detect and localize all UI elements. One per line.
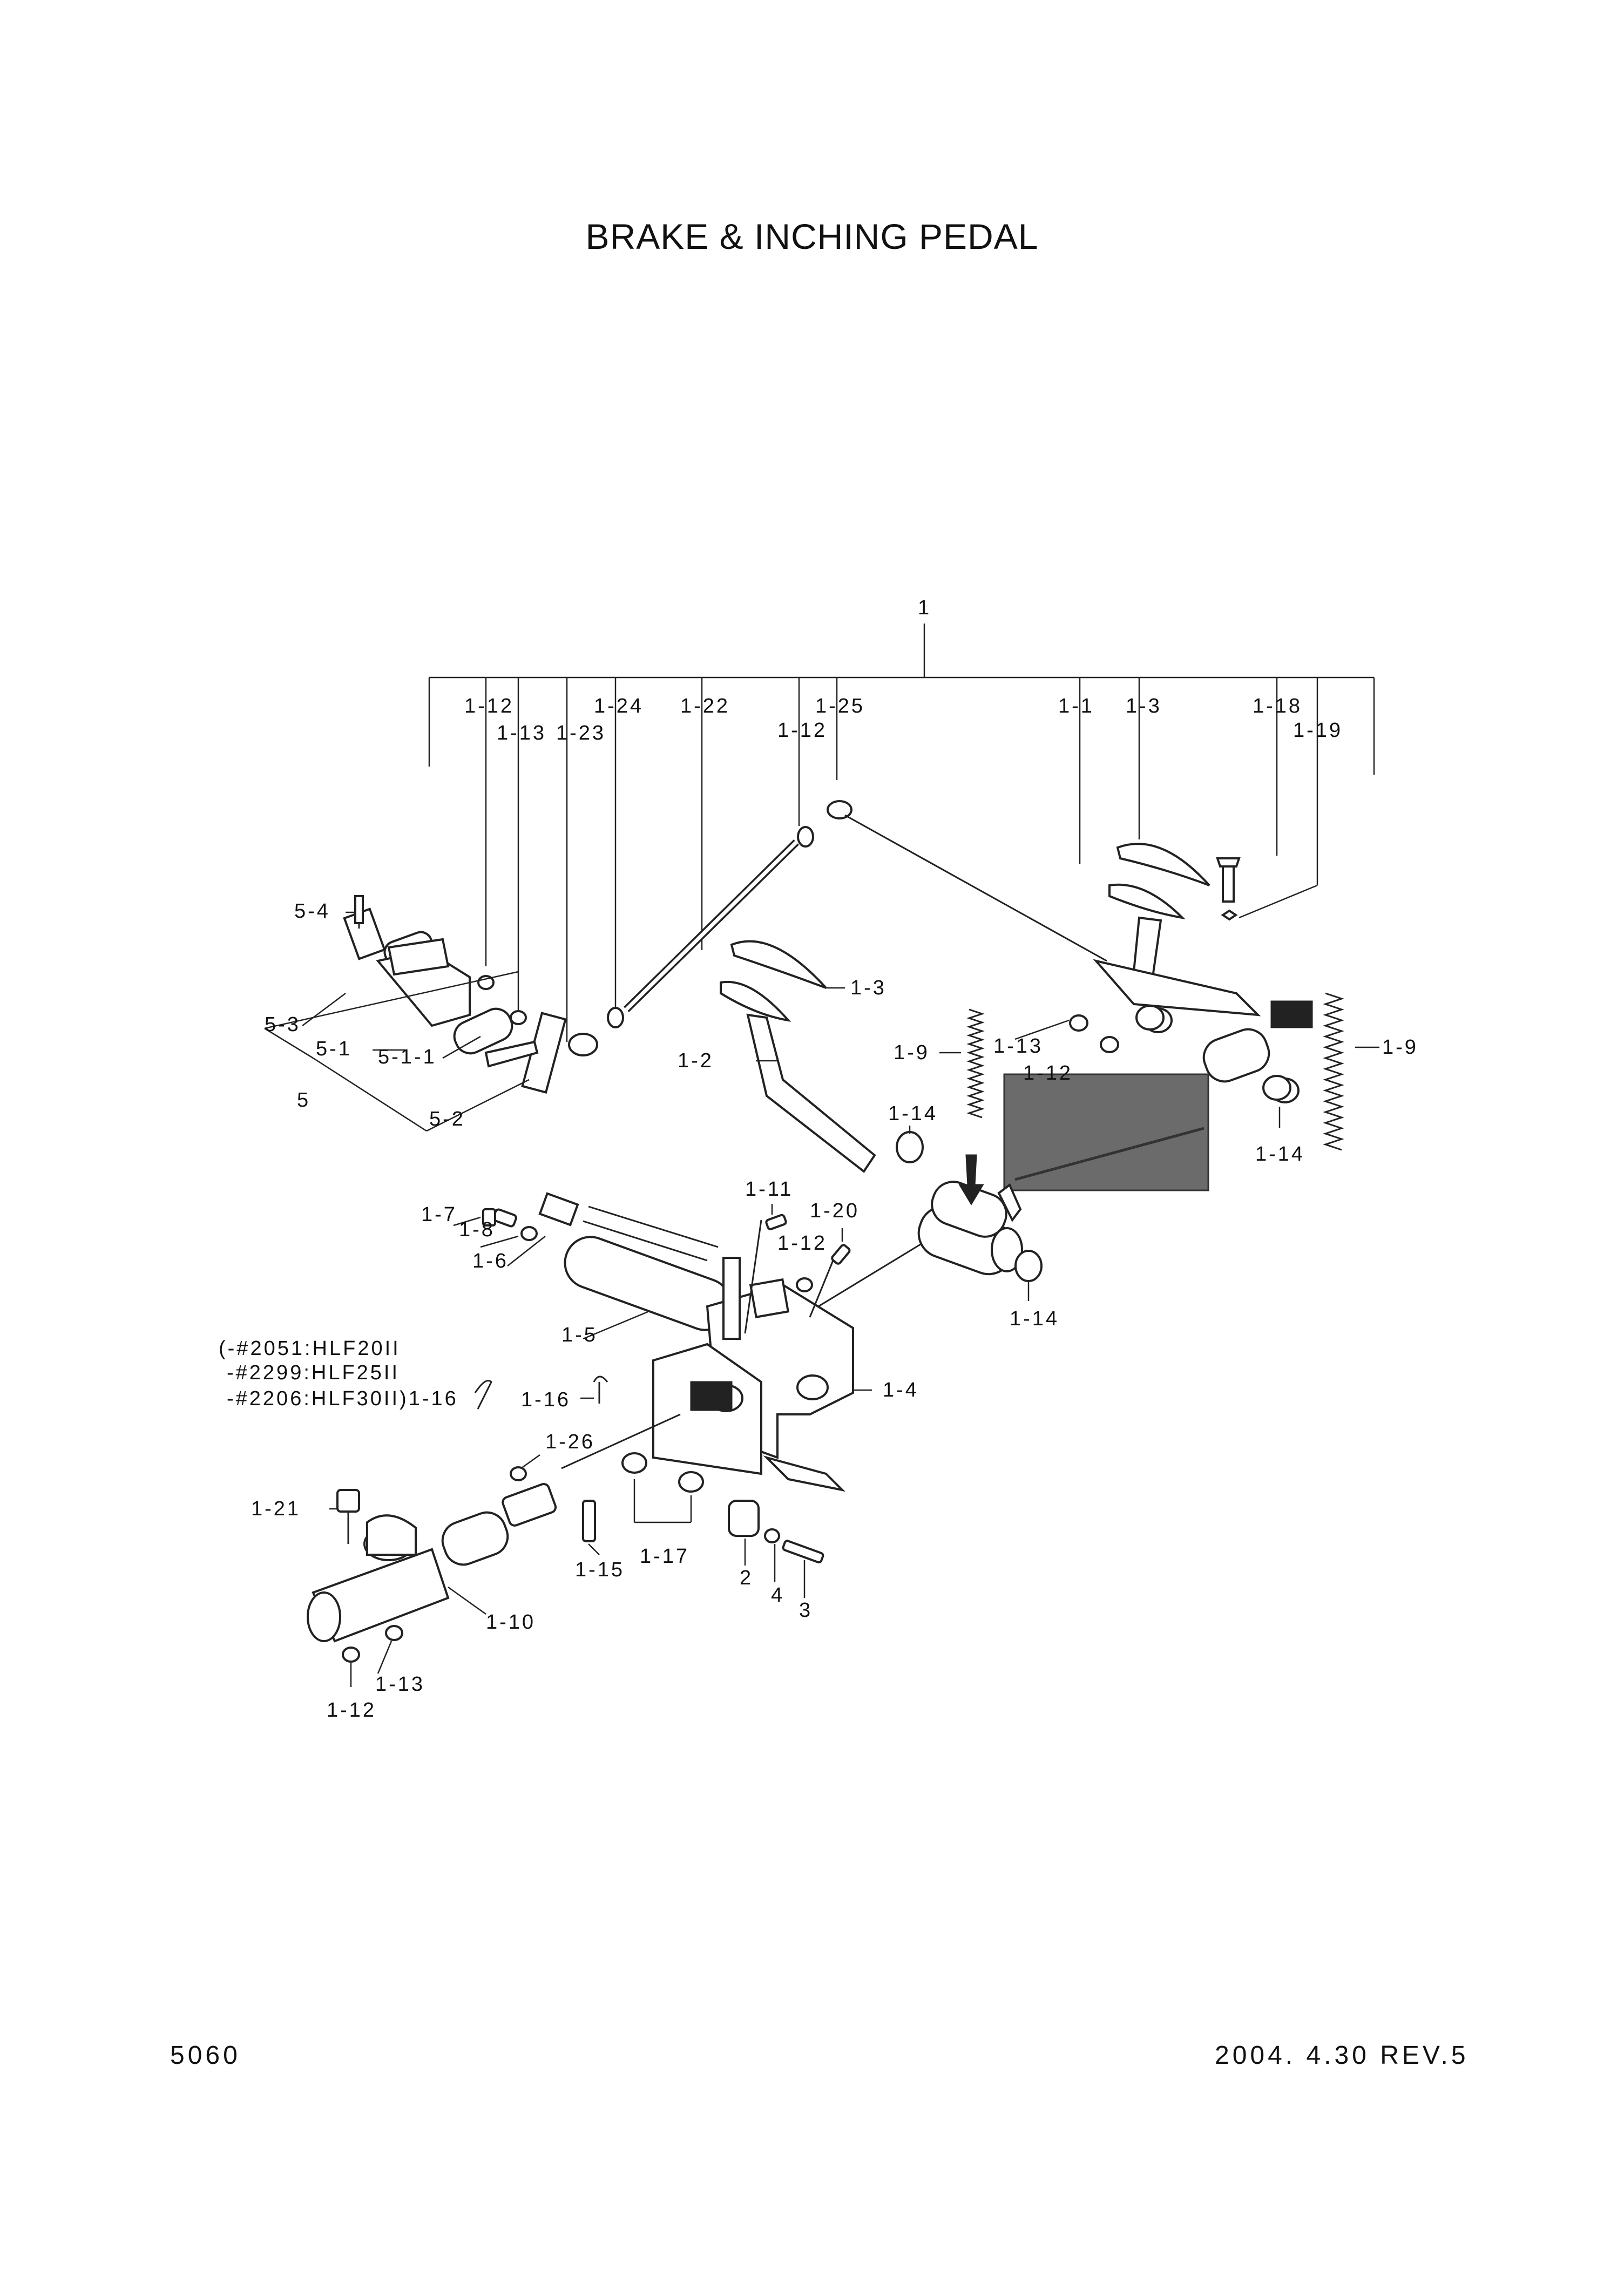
callout-1-16: 1-16 [521,1388,571,1411]
callout-1-18: 1-18 [1253,695,1302,717]
callout-1-14-left: 1-14 [888,1102,938,1125]
callout-1-8: 1-8 [459,1218,495,1241]
callout-1-12-lower: 1-12 [777,1232,827,1255]
variant-note-line-2: -#2299:HLF25II [227,1361,400,1384]
callout-1-2: 1-2 [678,1049,714,1072]
callout-1-4: 1-4 [883,1379,919,1401]
page-title: BRAKE & INCHING PEDAL [585,216,1039,256]
callout-5-1: 5-1 [316,1038,352,1060]
callout-5-1-1: 5-1-1 [378,1046,437,1068]
callout-1-10: 1-10 [486,1611,536,1634]
callout-1-13-right: 1-13 [993,1035,1043,1058]
callout-1-6: 1-6 [472,1250,509,1272]
brake-pedal-assembly [720,940,1043,1340]
callout-1-24: 1-24 [594,695,644,717]
cross-shaft [482,1192,732,1331]
assembly-bracket [428,624,1375,1042]
callout-labels: 1 1-12 1-13 1-23 1-24 1-22 1-12 1-25 1-1… [219,597,1418,1722]
callout-1-9-left: 1-9 [894,1041,930,1064]
callout-4: 4 [771,1584,784,1607]
right-pedal-assembly [1069,843,1313,1103]
callout-1-7: 1-7 [421,1203,457,1226]
callout-1-14-right: 1-14 [1255,1143,1305,1166]
revision-date: 2004. 4.30 REV.5 [1215,2041,1469,2070]
callout-1: 1 [918,597,931,619]
callout-1-1: 1-1 [1058,695,1094,717]
callout-1-19: 1-19 [1293,719,1343,742]
callout-1-3-top: 1-3 [1126,695,1162,717]
callout-3: 3 [799,1599,813,1622]
mounting-bracket [652,1214,854,1492]
link-rod [568,800,1107,1056]
callout-1-14-bottom: 1-14 [1010,1307,1059,1330]
callout-1-20: 1-20 [810,1200,860,1222]
bushing-set [621,1452,824,1564]
callout-5-4: 5-4 [294,900,330,923]
callout-5-3: 5-3 [265,1013,301,1036]
callout-1-26: 1-26 [545,1431,595,1453]
callout-1-3-mid: 1-3 [850,977,887,999]
page-number: 5060 [170,2041,241,2070]
leader-lines [302,911,1379,1687]
callout-1-5: 1-5 [561,1324,598,1346]
callout-5: 5 [297,1089,310,1112]
callout-1-9-right: 1-9 [1382,1036,1418,1059]
callout-1-22: 1-22 [680,695,730,717]
callout-1-12-bottom: 1-12 [327,1699,376,1722]
callout-5-2: 5-2 [429,1108,465,1130]
callout-1-12-right: 1-12 [1023,1062,1073,1085]
callout-1-12-mid: 1-12 [777,719,827,742]
variant-note-line-1: (-#2051:HLF20II [219,1337,401,1360]
redaction-box [1003,1073,1209,1191]
callout-1-23: 1-23 [556,722,606,744]
callout-1-12-top: 1-12 [464,695,514,717]
callout-1-11: 1-11 [745,1178,793,1201]
callout-1-25: 1-25 [815,695,865,717]
callout-1-13-top: 1-13 [497,722,546,744]
callout-1-15: 1-15 [575,1559,625,1581]
inching-bracket-assembly [264,895,567,1132]
callout-1-17: 1-17 [640,1545,689,1568]
return-springs [966,992,1344,1151]
variant-note-line-3: -#2206:HLF30II)1-16 [227,1387,458,1410]
callout-1-13-bottom: 1-13 [375,1673,425,1696]
callout-2: 2 [740,1567,753,1589]
callout-1-21: 1-21 [251,1498,301,1520]
master-cylinder [307,1376,681,1663]
